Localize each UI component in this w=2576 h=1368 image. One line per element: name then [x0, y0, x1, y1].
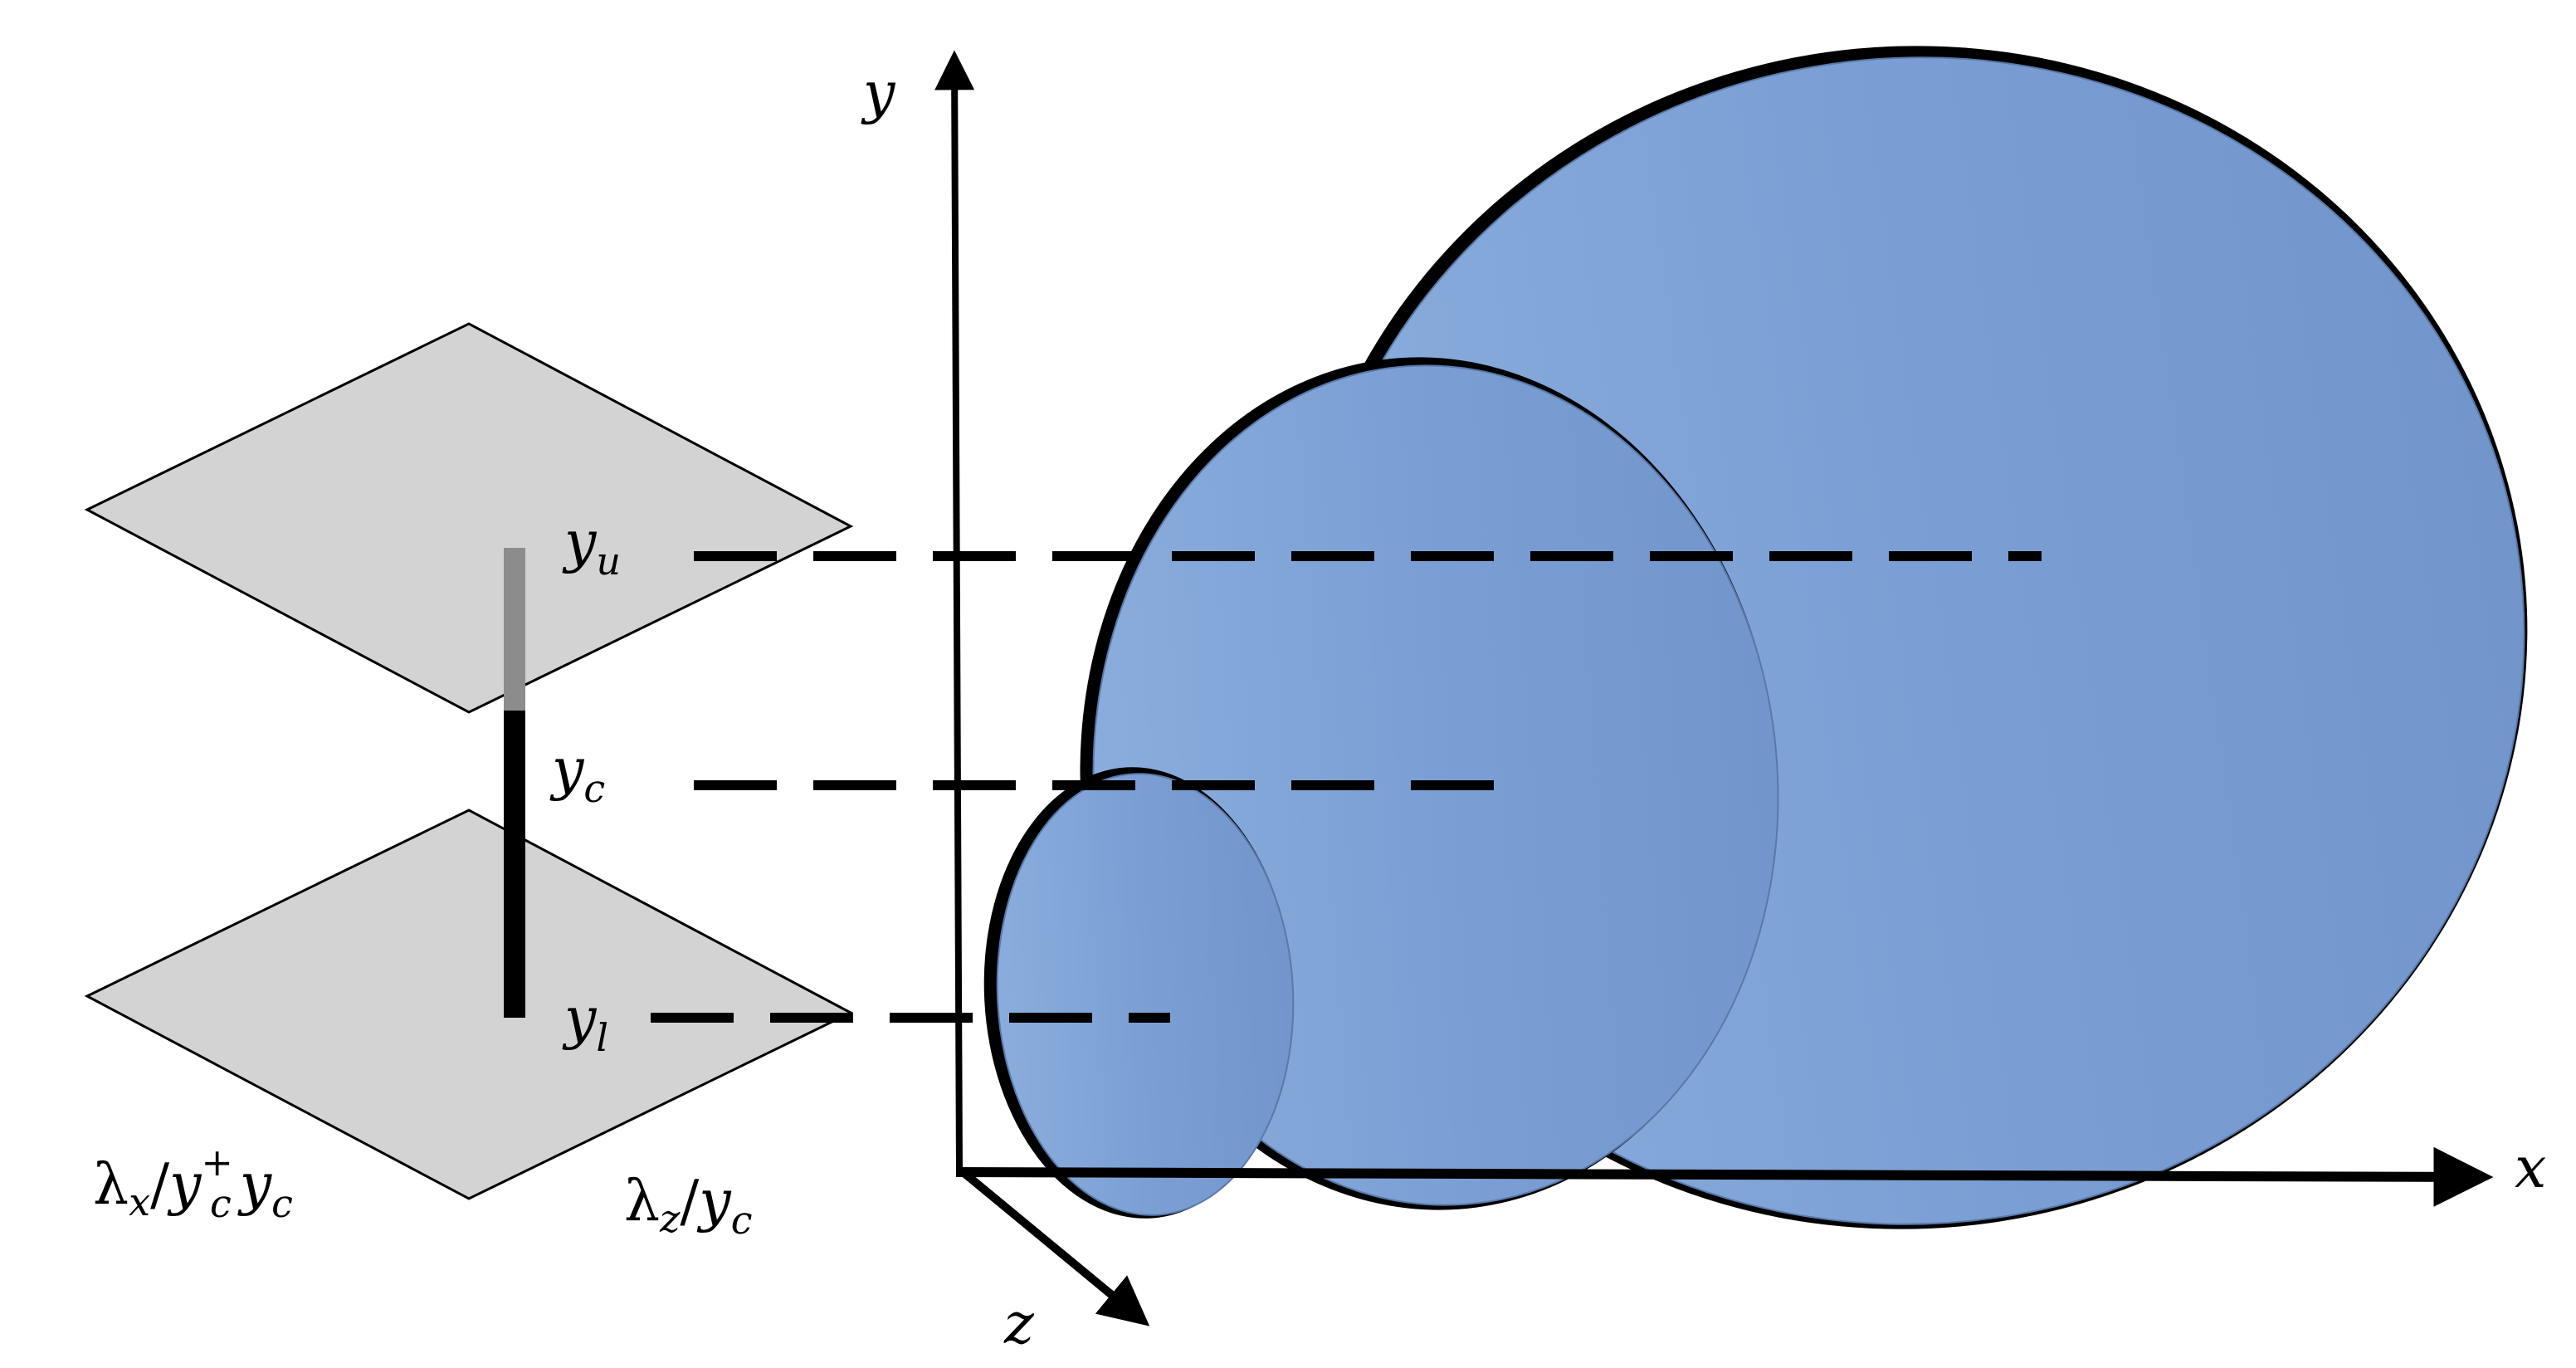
axes [934, 50, 2494, 1326]
z-axis [958, 1167, 1150, 1326]
y-axis-label: y [861, 61, 896, 126]
y-upper-label: yu [562, 510, 621, 584]
plane-stack [84, 322, 854, 1200]
x-axis [955, 1146, 2494, 1207]
y-lower-label: yl [562, 986, 608, 1060]
ellipse-group [983, 46, 2528, 1229]
z-axis-label: z [1003, 1292, 1035, 1357]
upper-plane [84, 322, 854, 714]
y-center-label: yc [549, 737, 605, 811]
level-lines [651, 551, 2042, 1023]
y-axis [934, 50, 975, 1171]
small-ellipse [983, 767, 1295, 1219]
x-axis-label: x [2515, 1136, 2546, 1201]
lambda-z-label: λz/yc [624, 1169, 752, 1243]
